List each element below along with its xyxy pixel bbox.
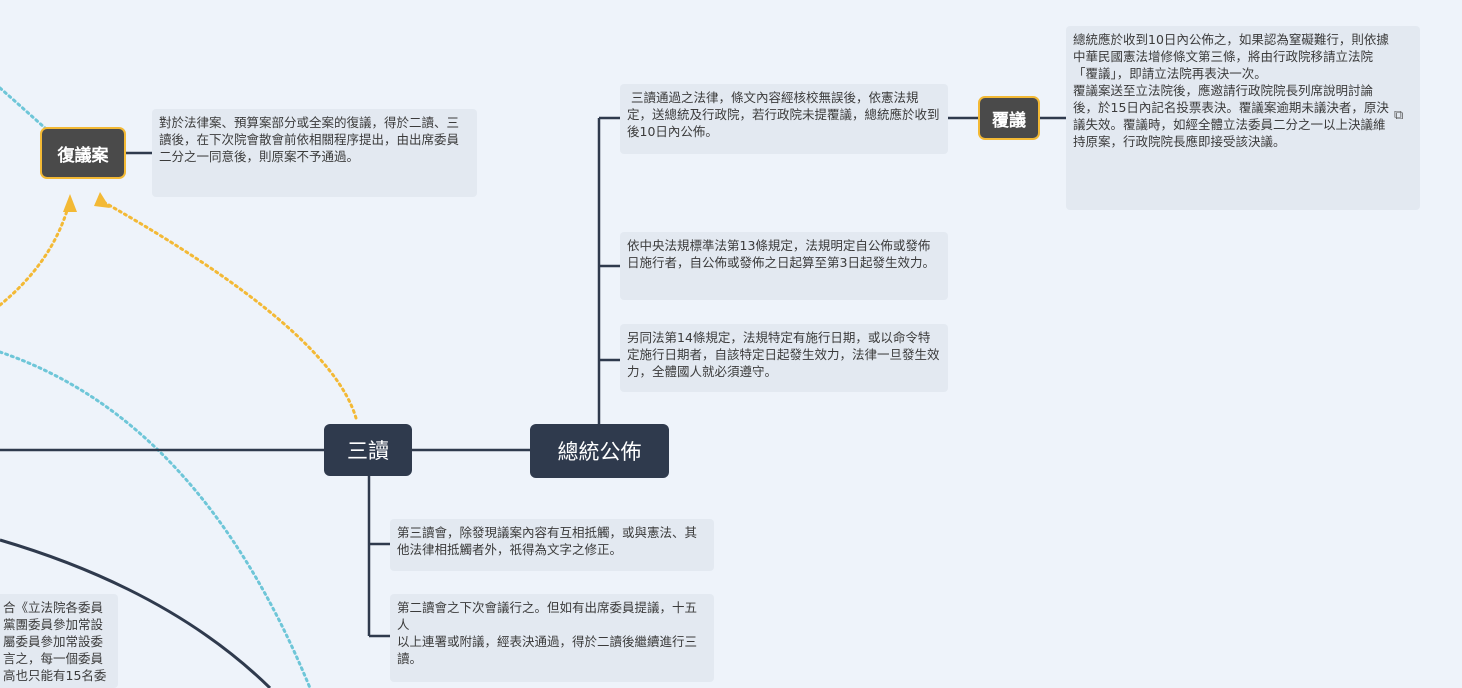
branch-curve-bottom-left: [0, 538, 272, 688]
node-president-promulgation[interactable]: 總統公佈: [530, 424, 669, 478]
arrowhead-gold-left: [63, 194, 77, 212]
relation-curve-gold-left: [0, 198, 72, 307]
node-third-reading[interactable]: 三讀: [324, 424, 412, 476]
note-effective-date-art13: 依中央法規標準法第13條規定，法規明定自公佈或發佈日施行者，自公佈或發佈之日起算…: [620, 232, 948, 300]
node-veto-override[interactable]: 覆議: [978, 96, 1040, 140]
node-reconsideration-bill[interactable]: 復議案: [40, 127, 126, 179]
relation-curve-teal-top: [0, 86, 47, 130]
note-effective-date-art14: 另同法第14條規定，法規特定有施行日期，或以命令特定施行日期者，自該特定日起發生…: [620, 324, 948, 392]
note-third-reading-timing: 第二讀會之下次會議行之。但如有出席委員提議，十五人 以上連署或附議，經表決通過，…: [390, 594, 714, 682]
branch-third-reading-notes: [367, 476, 390, 638]
relation-curve-gold-right: [98, 198, 358, 420]
note-veto-override: 總統應於收到10日內公佈之，如果認為窒礙難行，則依據中華民國憲法增修條文第三條，…: [1066, 26, 1420, 210]
note-third-reading-amendment: 第三讀會，除發現議案內容有互相抵觸，或與憲法、其他法律相抵觸者外，祇得為文字之修…: [390, 519, 714, 571]
note-committee-partial: 合《立法院各委員 黨團委員參加常設 屬委員參加常設委 言之，每一個委員 高也只能…: [0, 594, 118, 688]
arrowhead-gold-right: [94, 192, 110, 208]
relation-curve-teal-long: [0, 350, 312, 688]
branch-promulgation-notes: [597, 116, 620, 424]
note-reconsideration: 對於法律案、預算案部分或全案的復議，得於二讀、三讀後，在下次院會散會前依相關程序…: [152, 109, 477, 197]
note-promulgation-procedure: 三讀通過之法律，條文內容經核校無誤後，依憲法規定，送總統及行政院，若行政院未提覆…: [620, 84, 948, 154]
link-icon[interactable]: ⧉: [1394, 108, 1404, 123]
